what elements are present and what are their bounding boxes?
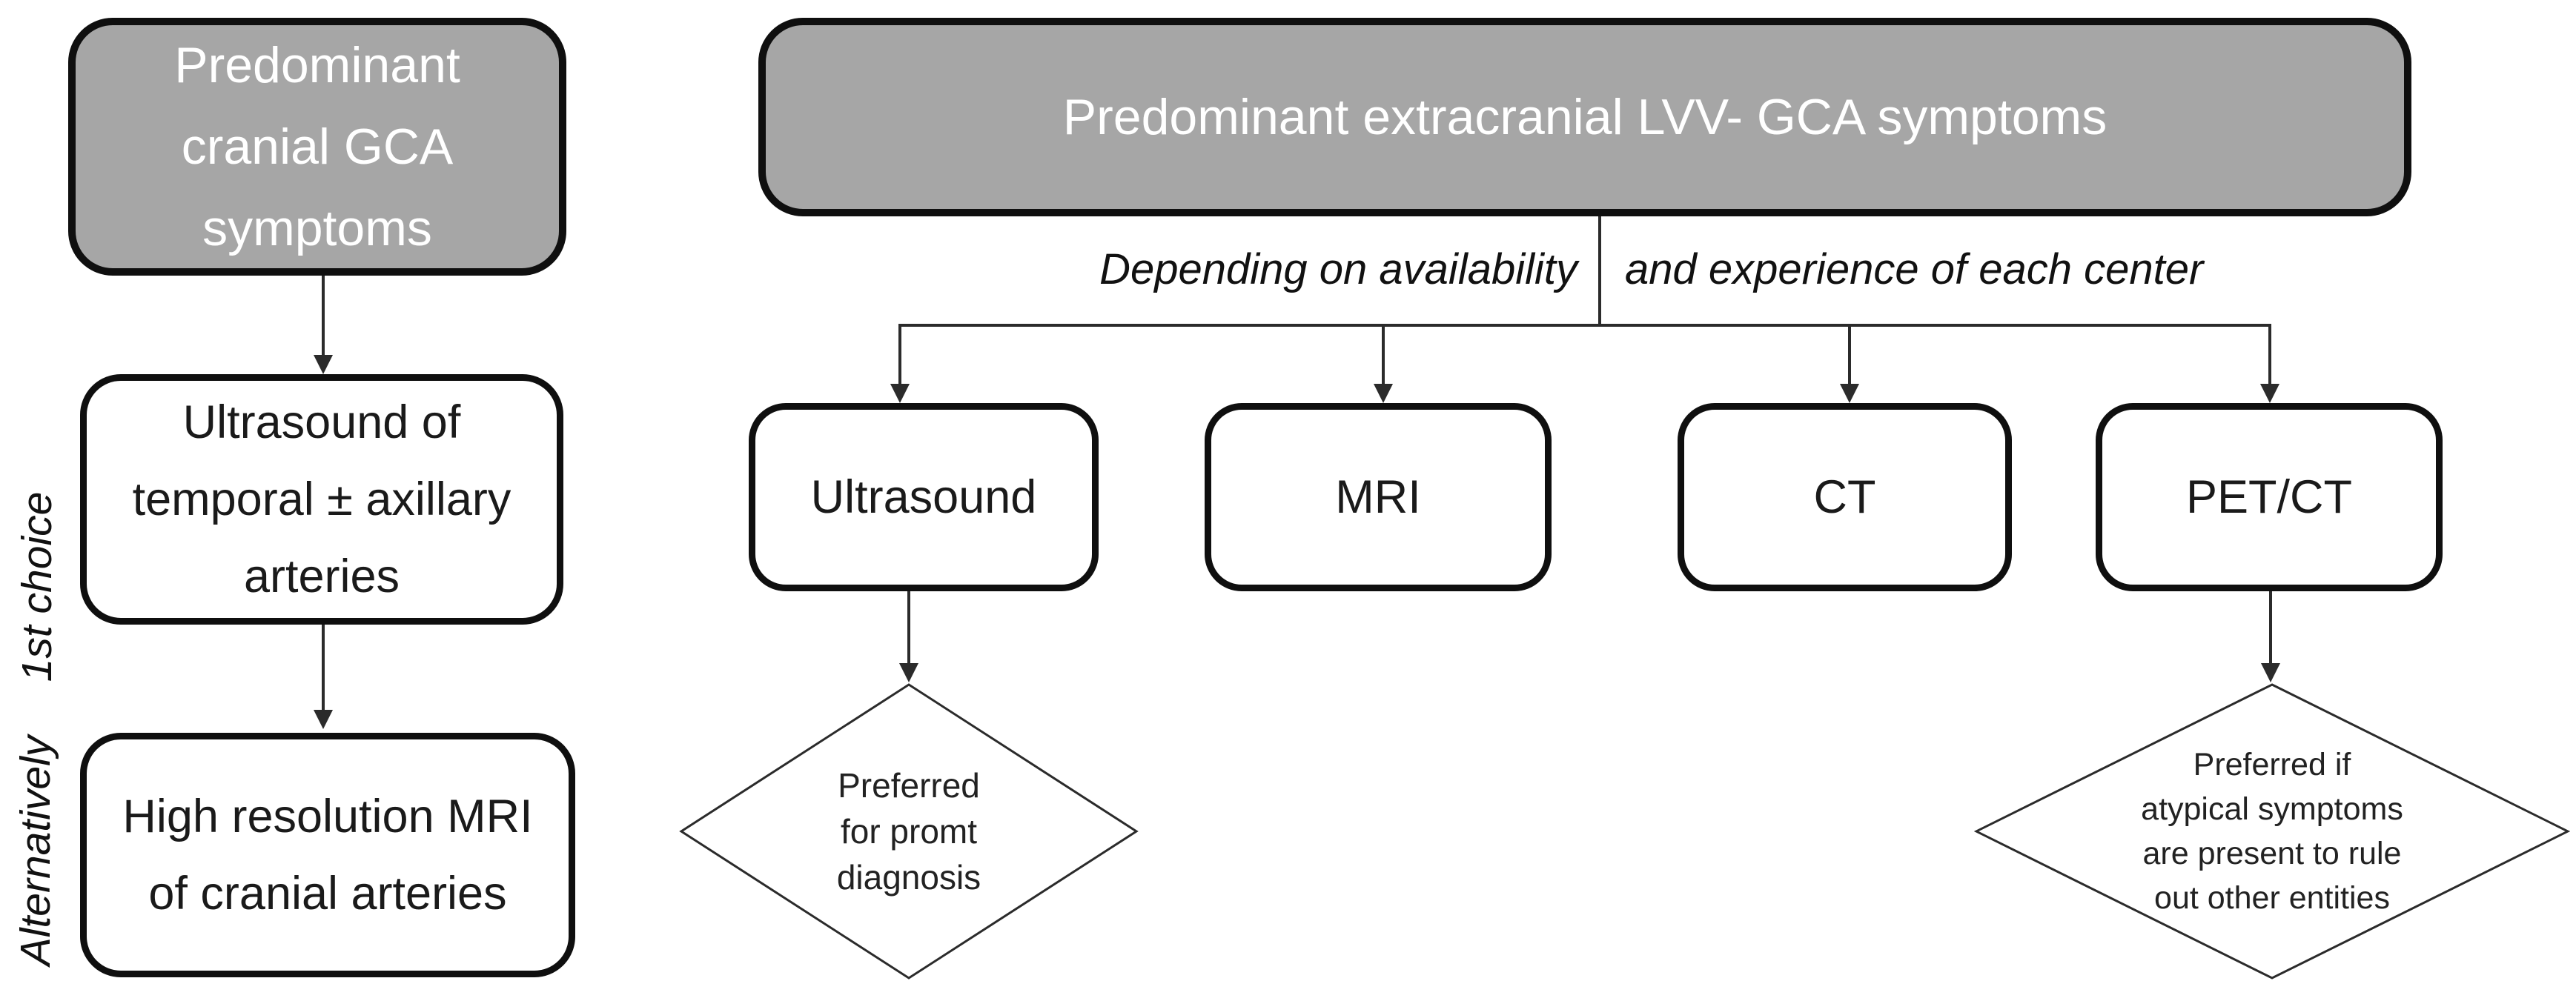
connector-drop-ultrasound <box>898 324 901 385</box>
node-high-resolution-mri: High resolution MRI of cranial arteries <box>80 733 575 977</box>
connector-drop-mri <box>1382 324 1385 385</box>
connector-cranial-to-ultrasound <box>322 276 325 356</box>
arrowhead-down-icon <box>314 710 333 729</box>
text-line: cranial GCA <box>181 119 454 175</box>
connector-extracranial-stem <box>1598 216 1601 325</box>
text-line: MRI <box>1335 471 1421 523</box>
connector-drop-petct <box>2268 324 2271 385</box>
diamond-shape <box>679 683 1139 980</box>
arrowhead-down-icon <box>1374 384 1393 403</box>
text-line: are present to rule <box>2142 836 2402 871</box>
arrowhead-down-icon <box>899 663 918 682</box>
text-line: Preferred if <box>2193 747 2351 782</box>
diamond-preferred-prompt-diagnosis: Preferred for promt diagnosis <box>679 682 1139 980</box>
label-alternatively: Alternatively <box>12 735 59 966</box>
node-modality-mri: MRI <box>1205 403 1552 591</box>
connector-petct-to-diamond <box>2269 591 2272 664</box>
node-modality-ct: CT <box>1678 403 2012 591</box>
label-1st-choice: 1st choice <box>13 491 61 682</box>
node-ultrasound-temporal-axillary: Ultrasound of temporal ± axillary arteri… <box>80 374 563 625</box>
text-line: temporal ± axillary <box>132 473 511 525</box>
text-line: Predominant extracranial LVV- GCA sympto… <box>1062 89 2108 145</box>
note-experience-of-center: and experience of each center <box>1625 245 2204 293</box>
text-line: symptoms <box>202 200 432 256</box>
text-line: diagnosis <box>836 858 981 897</box>
text-line: Predominant <box>174 37 460 93</box>
text-line: Preferred <box>838 766 980 805</box>
node-predominant-cranial-gca-symptoms: Predominant cranial GCA symptoms <box>68 18 566 276</box>
text-line: for promt <box>840 812 978 851</box>
text-line: CT <box>1813 471 1876 523</box>
text-line: of cranial arteries <box>148 868 507 920</box>
node-modality-petct: PET/CT <box>2096 403 2443 591</box>
node-modality-ultrasound: Ultrasound <box>749 403 1099 591</box>
arrowhead-down-icon <box>2261 663 2280 682</box>
connector-branch-bar <box>900 324 2271 327</box>
text-line: arteries <box>243 551 400 602</box>
arrowhead-down-icon <box>890 384 910 403</box>
arrowhead-down-icon <box>1840 384 1859 403</box>
text-line: out other entities <box>2154 880 2390 916</box>
diamond-preferred-atypical-symptoms: Preferred if atypical symptoms are prese… <box>1974 682 2570 980</box>
arrowhead-down-icon <box>2260 384 2279 403</box>
diamond-shape <box>1974 683 2570 980</box>
connector-ultrasound-to-mri <box>322 625 325 711</box>
arrowhead-down-icon <box>314 355 333 374</box>
note-depending-on-availability: Depending on availability <box>1099 245 1577 293</box>
connector-ultrasound-to-diamond <box>907 591 910 664</box>
text-line: PET/CT <box>2185 471 2352 523</box>
text-line: Ultrasound of <box>182 396 461 448</box>
node-predominant-extracranial-lvv-gca: Predominant extracranial LVV- GCA sympto… <box>758 18 2411 216</box>
text-line: High resolution MRI <box>122 791 533 842</box>
text-line: Ultrasound <box>810 471 1037 523</box>
text-line: atypical symptoms <box>2141 791 2403 827</box>
connector-drop-ct <box>1848 324 1851 385</box>
